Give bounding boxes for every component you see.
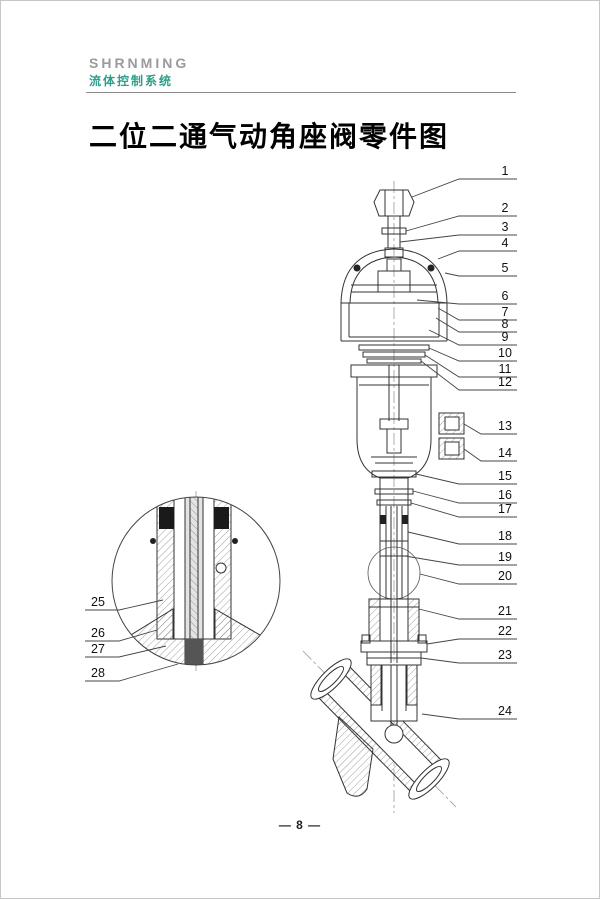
part-label-10: 10 xyxy=(498,346,512,360)
detail-view xyxy=(111,496,281,666)
part-label-28: 28 xyxy=(91,666,105,680)
spring-housing xyxy=(350,364,465,479)
part-label-14: 14 xyxy=(498,446,512,460)
part-label-22: 22 xyxy=(498,624,512,638)
part-label-25: 25 xyxy=(91,595,105,609)
stem-assembly xyxy=(360,470,428,666)
part-label-1: 1 xyxy=(501,164,509,178)
page-title: 二位二通气动角座阀零件图 xyxy=(89,121,450,152)
page-number: — 8 — xyxy=(278,818,322,832)
actuator-assembly xyxy=(340,189,448,364)
part-label-24: 24 xyxy=(498,704,512,718)
part-label-2: 2 xyxy=(501,201,509,215)
part-label-16: 16 xyxy=(498,488,512,502)
part-label-6: 6 xyxy=(501,289,509,303)
valve-body xyxy=(310,658,450,800)
leader-lines xyxy=(85,178,517,720)
part-label-7: 7 xyxy=(501,305,509,319)
part-label-26: 26 xyxy=(91,626,105,640)
part-label-27: 27 xyxy=(91,642,105,656)
part-label-11: 11 xyxy=(498,362,512,376)
part-label-19: 19 xyxy=(498,550,512,564)
part-label-12: 12 xyxy=(498,375,512,389)
part-label-13: 13 xyxy=(498,419,512,433)
part-label-3: 3 xyxy=(501,220,509,234)
brand-logo-text: SHRNMING xyxy=(89,55,190,71)
part-label-8: 8 xyxy=(501,317,509,331)
part-label-5: 5 xyxy=(501,261,509,275)
part-label-9: 9 xyxy=(501,330,509,344)
part-label-15: 15 xyxy=(498,469,512,483)
part-label-18: 18 xyxy=(498,529,512,543)
part-label-23: 23 xyxy=(498,648,512,662)
part-label-21: 21 xyxy=(498,604,512,618)
part-label-4: 4 xyxy=(501,236,509,250)
part-label-17: 17 xyxy=(498,502,512,516)
part-label-20: 20 xyxy=(498,569,512,583)
brand-subtitle: 流体控制系统 xyxy=(89,74,174,88)
header-divider xyxy=(86,92,516,93)
